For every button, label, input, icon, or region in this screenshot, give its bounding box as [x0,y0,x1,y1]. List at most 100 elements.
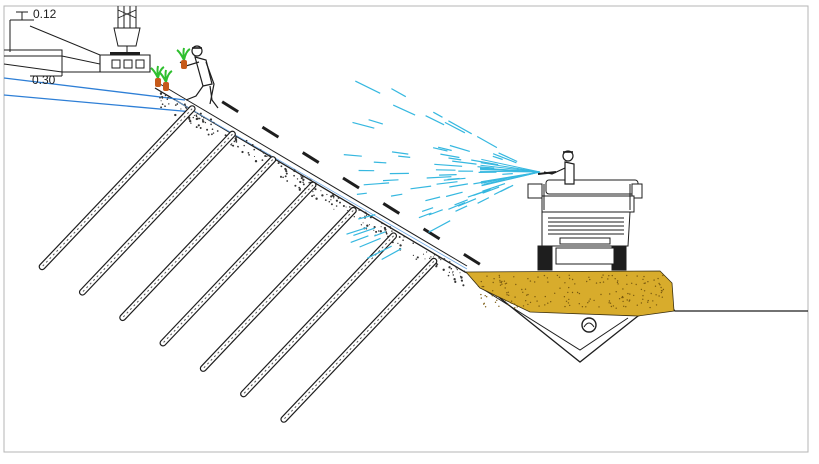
soil-dot [544,295,546,298]
stipple-dot [353,216,355,218]
soil-dot [550,301,552,303]
stipple-dot [199,112,202,115]
soil-dot [586,280,588,283]
stipple-dot [285,170,288,173]
spray-stroke [366,245,392,259]
ditch-inner-line [477,285,629,351]
spray-stroke [457,198,477,207]
stipple-dot [209,118,213,121]
soil-dot [481,285,483,288]
stipple-dot [380,226,382,228]
stipple-dot [358,209,360,211]
stipple-dot [379,230,382,233]
spray-stroke [443,177,466,181]
spray-stroke [445,191,463,198]
anchor-bar-thread [283,260,435,420]
stipple-dot [213,121,215,124]
soil-dot [658,295,660,297]
soil-dot [636,304,638,306]
spray-stroke [373,161,387,164]
stipple-dot [201,116,203,118]
stipple-dot [247,152,250,154]
spray-stroke [355,80,381,94]
soil-dot [588,300,590,302]
stipple-dot [365,228,368,230]
soil-dot [563,296,566,298]
stipple-dot [216,130,219,132]
spray-stroke [477,197,490,204]
stipple-dot [369,216,372,219]
spray-stroke [352,121,375,129]
stipple-dot [237,146,239,148]
soil-dot [492,281,494,284]
drain-pipe [581,317,597,333]
soil-dot [635,283,637,286]
spray-stroke [454,199,468,206]
soil-dot [636,275,638,277]
soil-dot [546,277,549,279]
stipple-dot [360,224,363,226]
anchor-plate [342,176,360,190]
soil-dot [564,282,566,284]
soil-dot [640,302,643,304]
stipple-dot [195,126,198,129]
spray-stroke [428,220,451,233]
soil-dot [537,276,539,278]
soil-dot [660,291,663,294]
soil-dot [598,306,600,308]
soil-dot [660,286,662,289]
soil-dot [608,300,611,302]
anchor-bar-thread [202,210,354,369]
stipple-dot [232,144,235,147]
blue-line-lower [3,94,194,113]
anchor-plate [301,151,320,164]
anchor-bar-thread [41,108,193,268]
seedling-leaves [176,47,191,61]
soil-dot [515,283,517,286]
spray-stroke [368,119,383,125]
stipple-dot [298,188,301,191]
stipple-dot [279,175,283,178]
stipple-dot [261,159,264,162]
spray-stroke [343,154,362,157]
hoist-hanger [113,6,141,52]
stipple-dot [302,178,305,181]
stipple-dot [436,263,439,265]
soil-dot [623,305,625,307]
anchor-plates [221,100,481,266]
stipple-dot [385,232,388,235]
stipple-dot [198,117,201,120]
soil-dot [576,291,579,294]
soil-dot [600,293,602,296]
soil-dot [495,295,498,298]
stipple-dot [448,266,451,269]
stipple-dot [254,160,258,163]
stipple-dot [168,103,170,105]
soil-dot [658,282,660,285]
spray-stroke [482,183,506,192]
spray-stroke [374,231,386,237]
stipple-dot [190,122,192,124]
anchor-bar-thread [243,235,394,395]
stipple-dot [260,149,262,151]
soil-dot [612,305,615,307]
stipple-dot [442,268,445,271]
stipple-dot [460,276,463,279]
stipple-dot [384,228,387,231]
soil-dot [615,307,617,309]
stipple-dot [264,154,267,158]
spray-stroke [477,166,495,169]
spray-stroke [434,163,463,167]
stipple-dot [337,196,340,199]
soil-dot [498,274,500,277]
spray-stroke [439,174,457,176]
soil-dot [568,274,570,276]
soil-dot [568,277,571,280]
stipple-dot [203,117,205,119]
soil-dot [568,286,570,289]
stipple-dot [299,187,301,189]
stipple-dot [212,132,215,134]
spray-stroke [398,155,411,158]
stipple-dot [330,203,333,206]
stipple-dot [459,272,461,274]
